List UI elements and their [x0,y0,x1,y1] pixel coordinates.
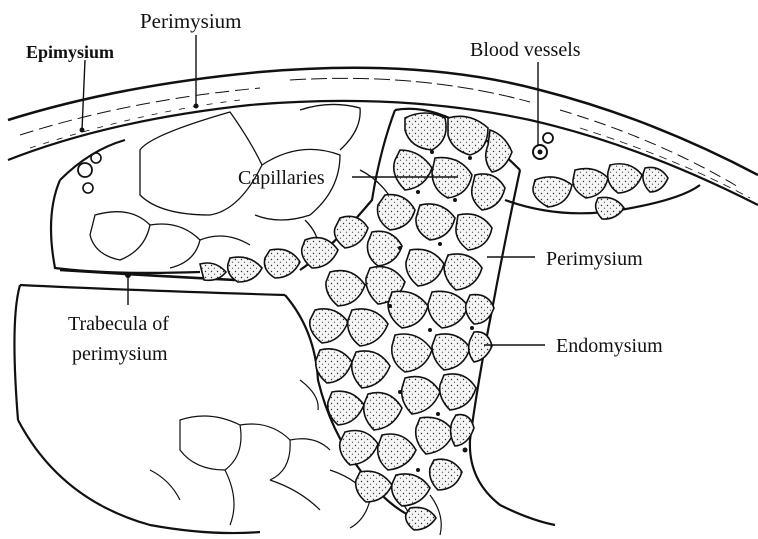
label-perimysium-top: Perimysium [140,9,242,33]
label-capillaries: Capillaries [238,167,325,189]
label-perimysium-right: Perimysium [546,248,643,270]
leader-epimysium [82,60,85,130]
leader-dots [80,104,199,279]
label-trabecula-line2: perimysium [72,343,168,365]
label-endomysium: Endomysium [556,335,663,357]
label-epimysium: Epimysium [26,42,114,62]
label-trabecula-line1: Trabecula of [68,313,169,335]
label-blood-vessels: Blood vessels [470,39,581,61]
